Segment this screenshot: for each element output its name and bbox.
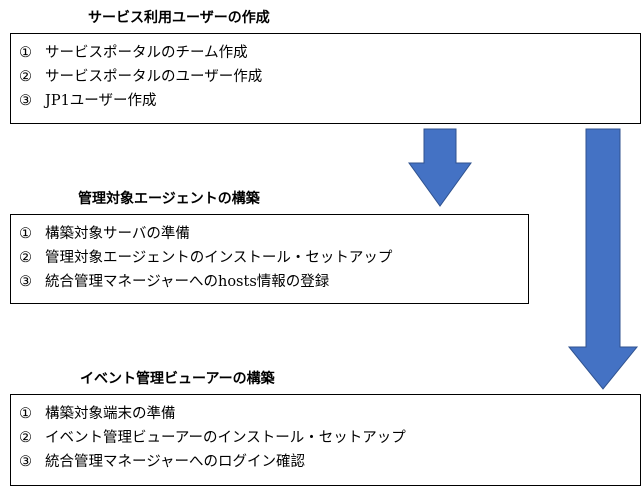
- section-1-box: ① サービスポータルのチーム作成 ② サービスポータルのユーザー作成 ③ JP1ユーザ…: [10, 33, 641, 124]
- list-item: ② イベント管理ビューアーのインストール・セットアップ: [19, 428, 406, 448]
- item-number: ①: [19, 226, 32, 242]
- arrow-shape-short: [408, 128, 472, 207]
- list-item: ③ 統合管理マネージャーへのhosts情報の登録: [19, 272, 329, 292]
- item-number: ②: [19, 430, 32, 446]
- item-text: サービスポータルのユーザー作成: [45, 69, 263, 85]
- list-item: ② 管理対象エージェントのインストール・セットアップ: [19, 248, 392, 268]
- section-1-heading: サービス利用ユーザーの作成: [88, 10, 270, 26]
- item-number: ②: [19, 250, 32, 266]
- item-text: JP1ユーザー作成: [45, 93, 157, 109]
- item-text: 統合管理マネージャーへのログイン確認: [45, 454, 305, 470]
- item-number: ②: [19, 69, 32, 85]
- section-2-heading: 管理対象エージェントの構築: [78, 191, 260, 207]
- item-number: ①: [19, 406, 32, 422]
- item-number: ③: [19, 93, 32, 109]
- list-item: ③ JP1ユーザー作成: [19, 91, 157, 111]
- item-text: 統合管理マネージャーへのhosts情報の登録: [45, 274, 330, 290]
- section-3-heading: イベント管理ビューアーの構築: [80, 371, 275, 387]
- item-number: ③: [19, 454, 32, 470]
- item-number: ③: [19, 274, 32, 290]
- item-number: ①: [19, 45, 32, 61]
- item-text: 管理対象エージェントのインストール・セットアップ: [45, 250, 393, 266]
- list-item: ③ 統合管理マネージャーへのログイン確認: [19, 452, 305, 472]
- list-item: ② サービスポータルのユーザー作成: [19, 67, 262, 87]
- list-item: ① 構築対象端末の準備: [19, 404, 176, 424]
- item-text: 構築対象端末の準備: [45, 406, 176, 422]
- list-item: ① サービスポータルのチーム作成: [19, 43, 248, 63]
- item-text: サービスポータルのチーム作成: [45, 45, 248, 61]
- arrow-shape-long: [567, 128, 639, 390]
- item-text: イベント管理ビューアーのインストール・セットアップ: [45, 430, 406, 446]
- list-item: ① 構築対象サーバの準備: [19, 224, 190, 244]
- item-text: 構築対象サーバの準備: [45, 226, 190, 242]
